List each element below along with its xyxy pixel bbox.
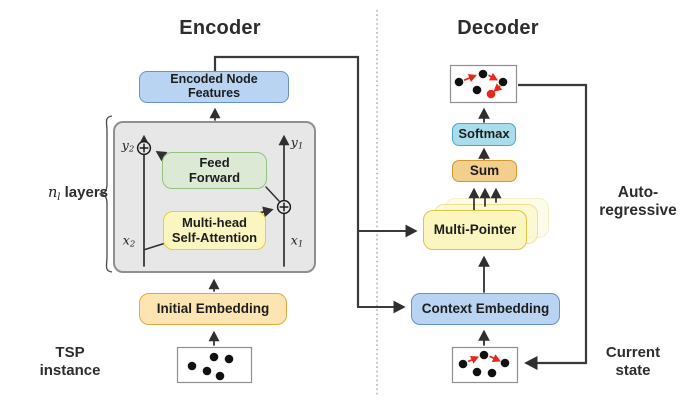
current-state-graphic [451, 346, 519, 384]
x2-label: x2 [122, 232, 136, 250]
add-to-feedforward-link [265, 186, 280, 202]
partial-tour-graphic [449, 64, 518, 104]
features-to-decoder-wire [213, 55, 360, 307]
x1-label: x1 [290, 232, 304, 250]
sum-box: Sum [452, 160, 517, 182]
tsp-instance-graphic [176, 346, 253, 384]
x2-to-attention-link [144, 242, 165, 251]
y1-label: y1 [290, 134, 304, 152]
add-circle-icon [276, 199, 292, 215]
autoregressive-label: Auto-regressive [599, 184, 677, 219]
add-circle-icon [136, 140, 152, 156]
encoder-title: Encoder [179, 17, 261, 39]
layers-brace-icon [99, 115, 113, 273]
feedforward-to-add-arrow [155, 151, 168, 162]
next-node-dot [486, 89, 496, 99]
layers-count-symbol: nl [47, 185, 61, 203]
decoder-title: Decoder [457, 17, 539, 39]
softmax-box: Softmax [452, 123, 516, 146]
layers-count-label: nl layers [47, 184, 108, 203]
multi-pointer-box: Multi-Pointer [423, 210, 527, 250]
output-to-state-loop-arrow [518, 83, 588, 371]
initial-embedding-box: Initial Embedding [139, 293, 287, 325]
context-embedding-box: Context Embedding [411, 293, 560, 325]
y2-label: y2 [121, 137, 135, 155]
